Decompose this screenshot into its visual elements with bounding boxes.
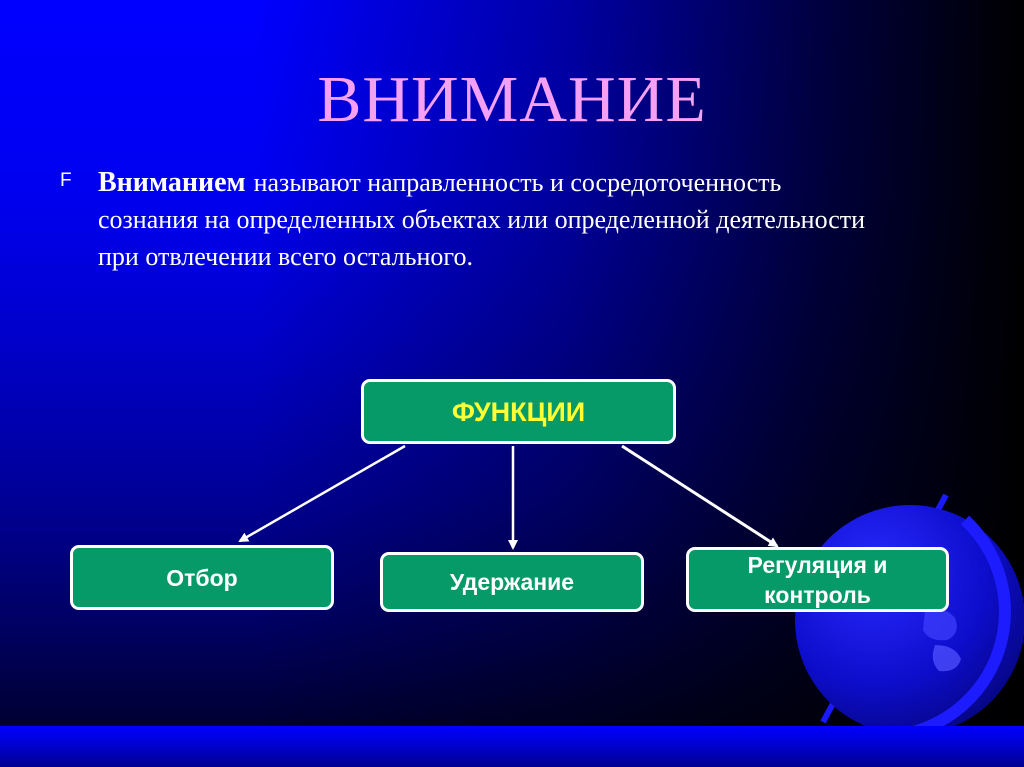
definition-term: Вниманием: [98, 167, 246, 198]
root-label: ФУНКЦИИ: [451, 396, 586, 427]
diagram-node-regulyatsiya: Регуляция и контроль: [686, 547, 949, 612]
slide-title: ВНИМАНИЕ: [317, 63, 707, 136]
floor-bar: [0, 726, 1024, 767]
definition-line-2: сознания на определенных объектах или оп…: [98, 205, 866, 234]
node-label-otbor: Отбор: [166, 564, 238, 591]
diagram-node-otbor: Отбор: [70, 545, 334, 610]
diagram-root-functions: ФУНКЦИИ: [361, 379, 676, 444]
node-label-regulyatsiya-line2: контроль: [764, 581, 871, 608]
definition-line-3: при отвлечении всего остального.: [98, 242, 473, 271]
bullet-marker: F: [60, 170, 72, 191]
node-label-regulyatsiya-line1: Регуляция и: [747, 551, 888, 578]
node-label-regulyatsiya: Регуляция и контроль: [748, 550, 888, 610]
node-label-uderzhanie: Удержание: [449, 569, 575, 595]
definition-line-1-rest: называют направленность и сосредоточенно…: [253, 168, 782, 197]
diagram-node-uderzhanie: Удержание: [380, 552, 644, 612]
